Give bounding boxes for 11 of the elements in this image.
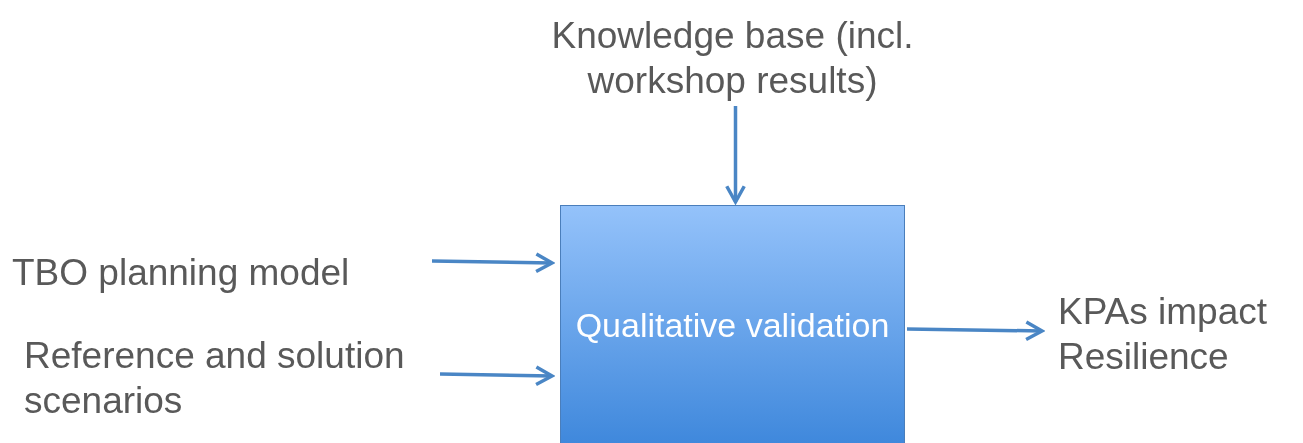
input-label: Knowledge base (incl. workshop results) [550, 13, 915, 103]
output-label: KPAs impact [1058, 289, 1268, 334]
arrow [439, 365, 554, 387]
arrow [906, 320, 1044, 342]
arrow [431, 252, 554, 274]
process-box [560, 205, 905, 443]
input-label: Reference and solution scenarios [24, 333, 406, 423]
arrow [725, 106, 746, 204]
box-label: Qualitative validation [575, 304, 890, 346]
input-label: TBO planning model [12, 251, 350, 296]
output-label: Resilience [1058, 335, 1229, 379]
